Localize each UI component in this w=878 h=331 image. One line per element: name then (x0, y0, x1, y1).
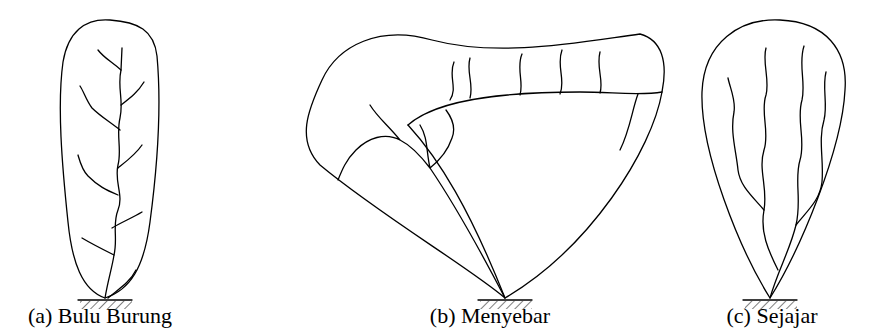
parallel-basin (702, 20, 845, 298)
river-network (450, 50, 638, 150)
basin-divide (408, 92, 662, 125)
river-network (770, 46, 804, 298)
basin-outline (702, 20, 845, 298)
caption-label: (a) Bulu Burung (28, 305, 172, 327)
basin-outline (60, 20, 158, 298)
river-network (796, 72, 826, 225)
river-network (338, 105, 505, 298)
river-network (728, 78, 764, 210)
basin-divide (408, 125, 505, 298)
basin-outline (306, 34, 664, 298)
feather-basin (60, 20, 158, 309)
caption-label: (c) Sejajar (727, 305, 818, 327)
river-network (105, 48, 122, 298)
river-network (78, 50, 144, 298)
river-network (762, 48, 778, 270)
caption-label: (b) Menyebar (430, 305, 550, 327)
radial-basin (306, 34, 664, 298)
